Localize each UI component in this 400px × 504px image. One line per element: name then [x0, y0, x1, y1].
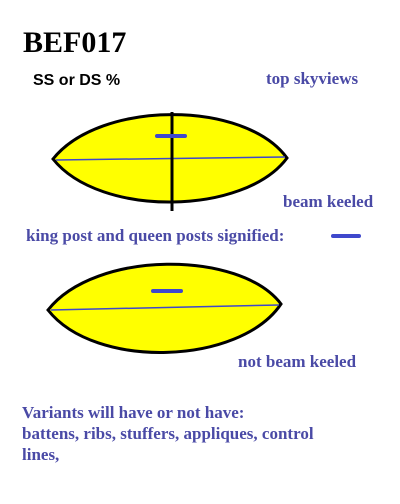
beam-keeled-label: beam keeled	[283, 192, 374, 211]
top-skyviews-label: top skyviews	[266, 69, 359, 88]
lower-lens-outline	[46, 262, 283, 354]
not-beam-keeled-label: not beam keeled	[238, 352, 357, 371]
subtitle: SS or DS %	[33, 72, 121, 89]
variants-line-3: lines,	[22, 445, 60, 464]
posts-legend-label: king post and queen posts signified:	[26, 226, 285, 245]
not-beam-keeled-shape	[46, 262, 283, 354]
beam-keeled-shape	[51, 112, 289, 211]
lower-lens-spanline	[50, 304, 280, 311]
variants-note: Variants will have or not have: battens,…	[22, 402, 392, 465]
variants-line-1: Variants will have or not have:	[22, 403, 245, 422]
diagram-title: BEF017	[23, 26, 127, 59]
variants-line-2: battens, ribs, stuffers, appliques, cont…	[22, 424, 314, 443]
